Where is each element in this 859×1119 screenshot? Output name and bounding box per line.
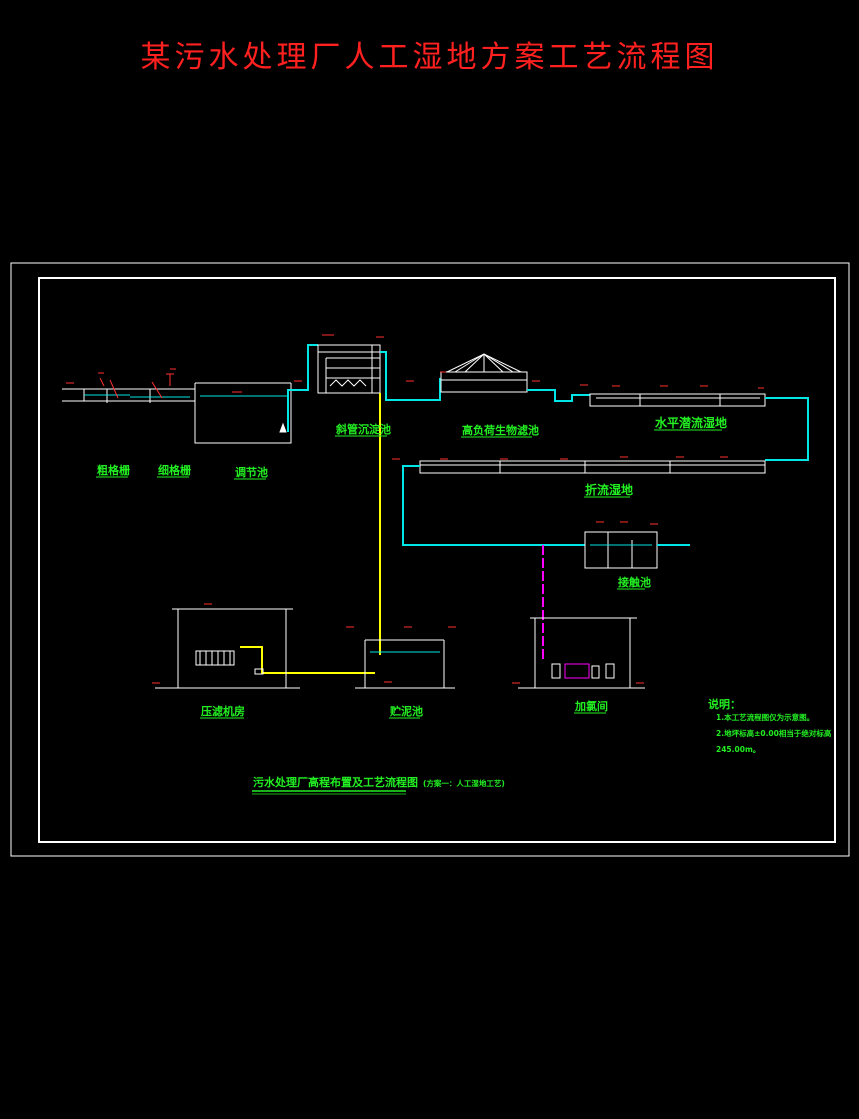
notes-line-2: 2.地坪标高±0.00相当于绝对标高 [716,728,832,738]
baffled-wetland [419,460,766,474]
drawing-title: 某污水处理厂人工湿地方案工艺流程图 [140,40,719,75]
pipe-horizontal-to-baffled [765,397,809,461]
disinfection-tank [584,531,658,569]
label-fine-screen: 细格栅 [158,463,191,477]
pipe-filter-to-wetland [527,389,590,402]
outer-frame [10,262,850,857]
sludge-storage-tank [355,639,455,689]
pipe-settler-to-filter [380,351,441,401]
label-sludge-tank: 贮泥池 [389,704,423,718]
high-load-biofilter [440,353,528,393]
inner-frame [38,277,836,843]
label-biofilter: 高负荷生物滤池 [462,423,539,437]
label-equalization-tank: 调节池 [235,465,268,479]
label-coarse-screen: 粗格栅 [97,463,130,477]
label-disinfection-tank: 接触池 [618,575,651,589]
horizontal-wetland [589,393,766,407]
screens-channel [62,373,195,403]
pipe-baffled-to-contact [402,465,585,546]
label-inclined-settler: 斜管沉淀池 [335,422,391,436]
notes-heading: 说明： [708,697,741,711]
pipe-eq-to-settler [287,344,318,432]
label-horizontal-wetland: 水平潜流湿地 [655,415,727,430]
notes-line-3: 245.00m。 [716,745,760,754]
dosing-room [518,617,645,689]
elevation-markers [66,334,764,684]
label-filter-press-room: 压滤机房 [201,704,245,718]
sludge-line-press [240,646,375,674]
label-dosing-room: 加氯间 [574,699,608,713]
scheme-note: (方案一：人工湿地工艺) [423,778,505,788]
equalization-tank [194,382,292,444]
inclined-tube-settler [317,344,381,394]
notes-line-1: 1.本工艺流程图仅为示意图。 [716,712,814,722]
label-underlines [96,429,722,719]
drawing-caption: 污水处理厂高程布置及工艺流程图 [253,775,418,789]
label-baffled-wetland: 折流湿地 [585,482,633,497]
filter-press-room [155,608,300,689]
